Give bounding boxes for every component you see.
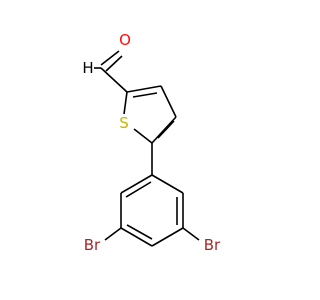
atom-label-bromine-right: Br (204, 236, 221, 254)
bond-c2-s (123, 91, 128, 115)
bond-s-c5 (133, 128, 153, 144)
bond-cho-c2 (100, 67, 128, 93)
bond-c5-c4-double (157, 120, 175, 139)
atom-label-bromine-left: Br (84, 236, 101, 254)
bond-ar4-ar5 (151, 227, 184, 247)
bond-c4-c3 (160, 85, 177, 118)
bond-ar1-ar2 (120, 174, 153, 194)
bond-ar1-ar2-double (125, 181, 152, 198)
atom-label-sulfur: S (119, 114, 129, 132)
bond-c3-c2-double (132, 92, 158, 98)
bond-ar6-ar1 (151, 174, 184, 194)
bond-ar3-ar4 (120, 227, 153, 247)
bond-ar5-br (182, 227, 200, 241)
bond-ar3-ar4-double (126, 224, 153, 240)
bond-c5-c4 (151, 116, 177, 144)
atom-label-hydrogen: H (82, 59, 93, 77)
bond-aldehyde-co-2 (105, 55, 123, 72)
atom-label-oxygen: O (119, 31, 131, 49)
atom-labels: H O S Br Br (82, 31, 221, 254)
bond-aldehyde-co-1 (100, 50, 120, 66)
molecule-structure: H O S Br Br (82, 31, 221, 254)
bond-ar3-br (104, 227, 122, 241)
bonds (94, 50, 200, 247)
bond-c3-c2 (126, 85, 162, 93)
